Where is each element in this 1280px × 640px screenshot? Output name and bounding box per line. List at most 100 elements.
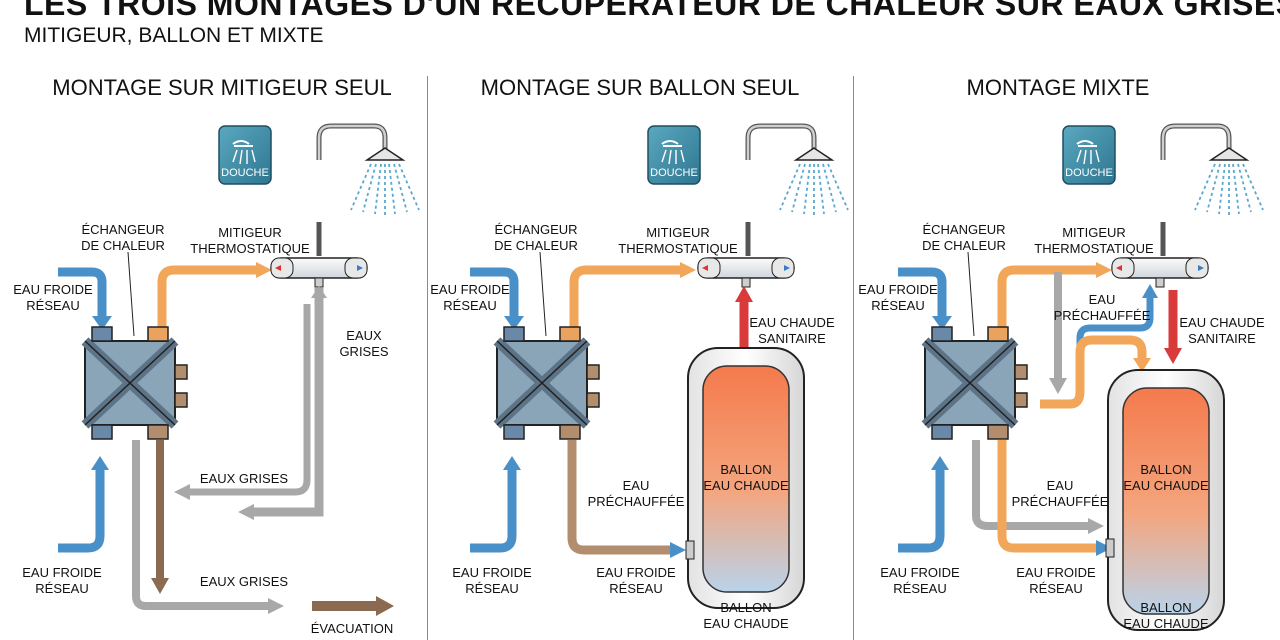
label-ballon: EAU CHAUDE bbox=[1123, 478, 1209, 493]
label-eau-prechauffee: PRÉCHAUFFÉE bbox=[1054, 308, 1151, 323]
label-mitigeur: THERMOSTATIQUE bbox=[618, 241, 738, 256]
label-eau-prechauffee: PRÉCHAUFFÉE bbox=[588, 494, 685, 509]
label-eau-froide: EAU FROIDE bbox=[22, 565, 102, 580]
showerhead-icon bbox=[1163, 126, 1263, 215]
leader-line bbox=[127, 251, 135, 337]
cold-water-pipe bbox=[898, 468, 945, 553]
cold-water-arrow bbox=[504, 316, 524, 330]
label-eau-froide: EAU FROIDE bbox=[1016, 565, 1096, 580]
cold-water-pipe bbox=[1076, 296, 1154, 354]
grey-water-arrow bbox=[1049, 378, 1067, 394]
douche-label: DOUCHE bbox=[1065, 167, 1113, 179]
label-eaux-grises: EAUX GRISES bbox=[200, 574, 288, 589]
label-eau-froide: RÉSEAU bbox=[893, 581, 946, 596]
preheated-arrow bbox=[1096, 262, 1112, 278]
preheated-arrow bbox=[680, 262, 696, 278]
preheated-pipe bbox=[1040, 335, 1147, 409]
label-eau-prechauffee: PRÉCHAUFFÉE bbox=[1012, 494, 1109, 509]
leader-line bbox=[539, 251, 547, 337]
tank-inlet bbox=[685, 540, 695, 560]
label-eau-froide: EAU FROIDE bbox=[452, 565, 532, 580]
label-echangeur: DE CHALEUR bbox=[494, 238, 578, 253]
label-ballon: BALLON bbox=[1140, 600, 1191, 615]
grey-water-pipe bbox=[972, 440, 1090, 530]
cold-water-arrow bbox=[92, 316, 112, 330]
grey-water-arrow bbox=[174, 484, 190, 500]
panel-separator bbox=[427, 76, 428, 640]
cold-water-arrow bbox=[1096, 540, 1112, 556]
grey-water-pipe bbox=[190, 304, 311, 496]
preheated-pipe bbox=[569, 265, 682, 328]
panel-separator bbox=[853, 76, 854, 640]
label-ballon: BALLON bbox=[1140, 462, 1191, 477]
label-eau-froide: EAU FROIDE bbox=[13, 282, 93, 297]
label-eau-prechauffee: EAU bbox=[1047, 478, 1074, 493]
label-mitigeur: MITIGEUR bbox=[646, 225, 710, 240]
label-ballon: EAU CHAUDE bbox=[703, 616, 789, 631]
heat-exchanger bbox=[925, 327, 1027, 439]
label-eau-froide: EAU FROIDE bbox=[430, 282, 510, 297]
label-eau-chaude: SANITAIRE bbox=[1188, 331, 1256, 346]
label-mitigeur: MITIGEUR bbox=[1062, 225, 1126, 240]
drain-arrow bbox=[151, 578, 169, 594]
heat-exchanger bbox=[85, 327, 187, 439]
label-eau-chaude: EAU CHAUDE bbox=[749, 315, 835, 330]
label-eaux-grises: EAUX GRISES bbox=[200, 471, 288, 486]
label-eau-froide: RÉSEAU bbox=[35, 581, 88, 596]
hot-water-arrow bbox=[1164, 348, 1182, 364]
label-eau-froide: EAU FROIDE bbox=[858, 282, 938, 297]
label-eau-chaude: SANITAIRE bbox=[758, 331, 826, 346]
label-eau-froide: RÉSEAU bbox=[26, 298, 79, 313]
panel-ballon: DOUCHE ÉCHANGEUR DE CHALEUR MITIGEUR THE… bbox=[430, 126, 848, 631]
preheated-pipe bbox=[997, 265, 1098, 328]
grey-water-pipe bbox=[132, 440, 270, 610]
label-ballon: EAU CHAUDE bbox=[703, 478, 789, 493]
thermostatic-mixer bbox=[1111, 257, 1209, 288]
heat-exchanger bbox=[497, 327, 599, 439]
label-echangeur: ÉCHANGEUR bbox=[494, 222, 577, 237]
page-title: LES TROIS MONTAGES D'UN RÉCUPÉRATEUR DE … bbox=[24, 0, 1280, 22]
label-echangeur: ÉCHANGEUR bbox=[81, 222, 164, 237]
panel-mitigeur: DOUCHE ÉCHANGEUR DE CHALEUR MITIGEUR bbox=[13, 126, 419, 636]
label-echangeur: DE CHALEUR bbox=[922, 238, 1006, 253]
preheated-pipe bbox=[997, 440, 1098, 553]
preheated-arrow bbox=[1133, 358, 1151, 372]
label-mitigeur: MITIGEUR bbox=[218, 225, 282, 240]
label-eaux-grises: GRISES bbox=[339, 344, 388, 359]
cold-water-pipe bbox=[898, 267, 947, 318]
preheated-pipe bbox=[567, 440, 672, 555]
cold-water-arrow bbox=[932, 316, 952, 330]
cold-water-arrow bbox=[91, 456, 109, 470]
thermostatic-mixer bbox=[270, 257, 368, 288]
label-echangeur: ÉCHANGEUR bbox=[922, 222, 1005, 237]
grey-water-arrow bbox=[238, 504, 254, 520]
grey-water-arrow bbox=[1088, 518, 1104, 534]
grey-water-pipe bbox=[254, 288, 324, 517]
cold-water-pipe bbox=[470, 468, 517, 553]
hot-water-arrow bbox=[735, 286, 753, 302]
cold-water-arrow bbox=[931, 456, 949, 470]
label-eau-froide: EAU FROIDE bbox=[596, 565, 676, 580]
label-eau-froide: EAU FROIDE bbox=[880, 565, 960, 580]
label-ballon: EAU CHAUDE bbox=[1123, 616, 1209, 631]
label-eau-chaude: EAU CHAUDE bbox=[1179, 315, 1265, 330]
grey-water-arrow bbox=[268, 598, 284, 614]
cold-water-arrow bbox=[503, 456, 521, 470]
grey-water-arrow bbox=[311, 286, 327, 298]
panel-title-mixte: MONTAGE MIXTE bbox=[966, 75, 1150, 100]
tank-inlet bbox=[1105, 538, 1115, 558]
label-eau-froide: RÉSEAU bbox=[871, 298, 924, 313]
label-eaux-grises: EAUX bbox=[346, 328, 382, 343]
label-eau-prechauffee: EAU bbox=[623, 478, 650, 493]
label-ballon: BALLON bbox=[720, 600, 771, 615]
showerhead-icon bbox=[319, 126, 419, 215]
cold-water-pipe bbox=[58, 468, 105, 553]
cold-water-pipe bbox=[470, 267, 519, 318]
douche-label: DOUCHE bbox=[650, 167, 698, 179]
label-echangeur: DE CHALEUR bbox=[81, 238, 165, 253]
evacuation-arrow bbox=[376, 596, 394, 616]
label-mitigeur: THERMOSTATIQUE bbox=[190, 241, 310, 256]
douche-label: DOUCHE bbox=[221, 167, 269, 179]
label-eau-froide: RÉSEAU bbox=[609, 581, 662, 596]
